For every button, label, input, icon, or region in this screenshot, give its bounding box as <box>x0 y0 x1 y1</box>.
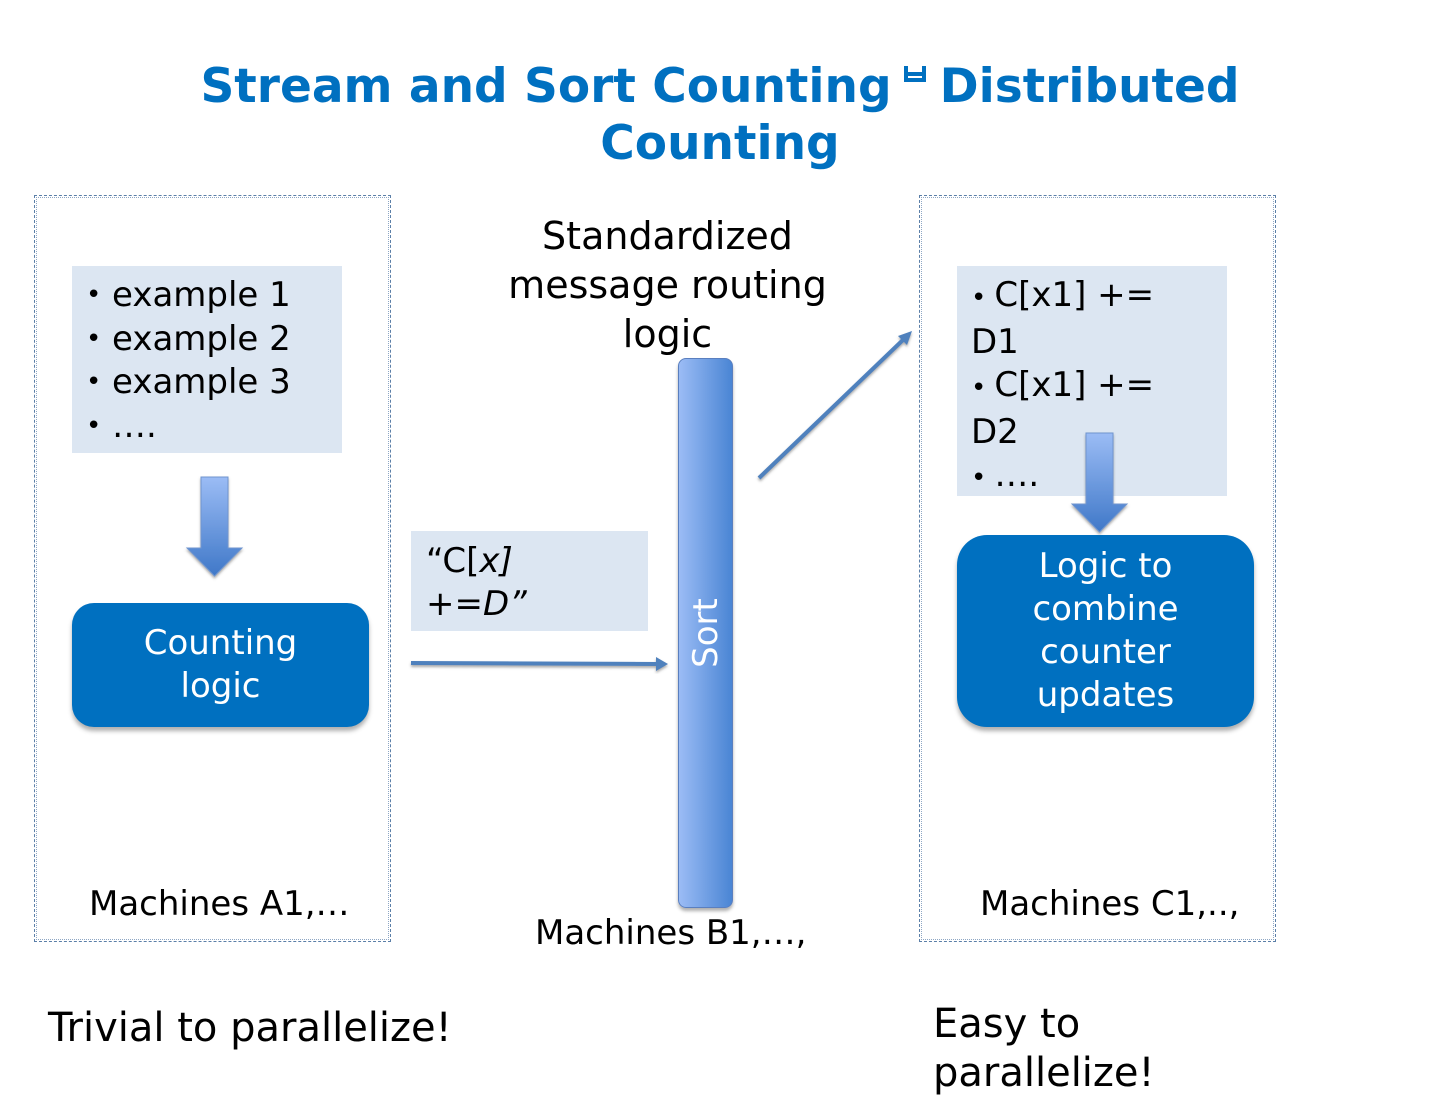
message-panel <box>411 531 648 631</box>
slide-title: Stream and Sort Counting Distributed Coun… <box>0 58 1440 172</box>
list-item: •…. <box>971 454 1211 501</box>
list-item: • example 2 <box>86 318 291 362</box>
bullet-icon: • <box>971 373 987 403</box>
missing-character-icon <box>903 66 926 82</box>
list-item: •C[x1] += D1 <box>971 274 1211 364</box>
message-var: x] <box>479 541 513 581</box>
left-caption: Trivial to parallelize! <box>48 1005 452 1051</box>
examples-panel <box>72 266 342 453</box>
right-caption: Easy to parallelize! <box>933 1001 1155 1096</box>
list-item-text: C[x1] += D1 <box>971 275 1155 362</box>
list-item: •C[x1] += D2 <box>971 364 1211 454</box>
title-text-part2: Distributed <box>939 59 1240 114</box>
counting-logic-label: Counting logic <box>143 623 298 706</box>
title-text-part1: Stream and Sort Counting <box>200 59 892 114</box>
right-arrow-icon <box>410 657 668 671</box>
list-item-text: C[x1] += D2 <box>971 365 1155 452</box>
examples-list: • example 1 • example 2 • example 3 • …. <box>86 274 291 448</box>
sort-label-container: Sort <box>678 358 733 908</box>
sort-bar <box>678 358 733 908</box>
routing-logic-label: Standardized message routing logic <box>508 214 827 356</box>
list-item: • example 3 <box>86 361 291 405</box>
bullet-icon: • <box>86 367 102 397</box>
list-item-text: example 2 <box>112 318 291 359</box>
machines-c-group <box>919 195 1276 942</box>
bullet-icon: • <box>86 323 102 354</box>
title-text-line2: Counting <box>600 116 840 171</box>
bullet-icon: • <box>971 283 987 313</box>
counting-logic-box: Counting logic <box>72 603 369 727</box>
message-op: += <box>426 584 483 624</box>
machines-b-label: Machines B1,…, <box>535 913 807 953</box>
message-val: D” <box>482 584 527 624</box>
machines-a-group <box>34 195 391 942</box>
bullet-icon: • <box>86 410 102 441</box>
machines-a-label: Machines A1,… <box>89 884 350 924</box>
list-item: • example 1 <box>86 274 291 318</box>
bullet-icon: • <box>971 463 987 493</box>
updates-list: •C[x1] += D1 •C[x1] += D2 •…. <box>971 274 1211 501</box>
list-item: • …. <box>86 405 291 449</box>
combine-logic-label: Logic to combine counter updates <box>1032 546 1179 715</box>
message-text: “C[x] +=D” <box>426 540 527 626</box>
bullet-icon: • <box>86 280 102 310</box>
list-item-text: …. <box>112 405 157 446</box>
list-item-text: example 3 <box>112 362 291 402</box>
machines-c-label: Machines C1,.., <box>980 884 1240 924</box>
message-prefix: “C[ <box>426 541 480 581</box>
list-item-text: example 1 <box>112 275 291 315</box>
list-item-text: …. <box>994 455 1040 495</box>
combine-logic-box: Logic to combine counter updates <box>957 535 1254 727</box>
sort-label: Sort <box>685 598 726 668</box>
